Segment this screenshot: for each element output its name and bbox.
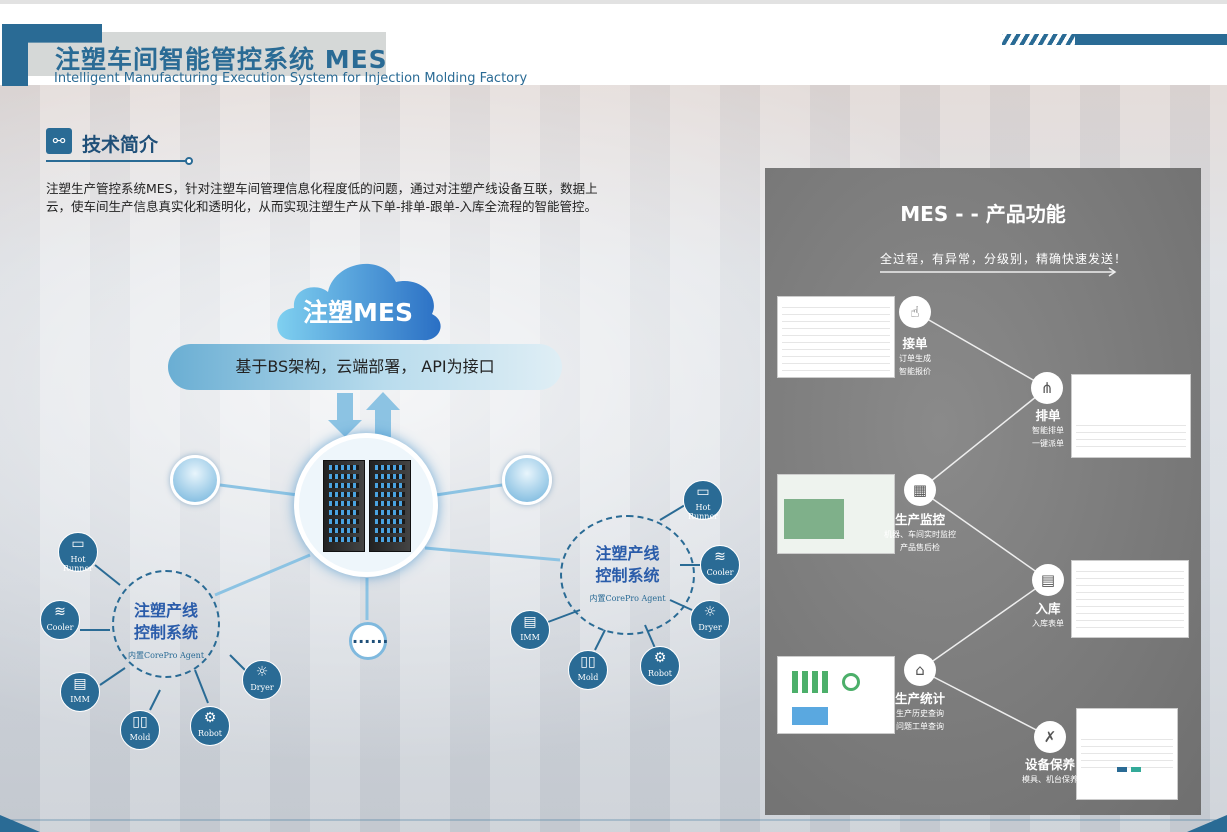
section-underline xyxy=(46,160,188,162)
cooler-device: ≋ Cooler xyxy=(40,600,80,640)
cloud-icon xyxy=(277,263,441,341)
feature-detail: 智能报价 xyxy=(899,367,931,376)
feature-detail: 模具、机台保养 xyxy=(1022,775,1078,784)
placeholder-node xyxy=(170,455,220,505)
feature-detail: 入库表单 xyxy=(1032,619,1064,628)
device-label: IMM xyxy=(70,695,90,704)
grid-monitor-icon: ▦ xyxy=(904,474,936,506)
device-label: Hot Runner xyxy=(687,503,719,521)
cooler-device: ≋ Cooler xyxy=(700,545,740,585)
mold-icon: ▯▯ xyxy=(580,654,596,670)
device-label: Cooler xyxy=(706,568,734,577)
sun-icon: ☼ xyxy=(255,664,269,680)
server-icon xyxy=(294,433,438,577)
mold-icon: ▯▯ xyxy=(132,714,148,730)
cooler-icon: ≋ xyxy=(714,549,726,565)
dryer-device: ☼ Dryer xyxy=(690,600,730,640)
architecture-banner: 基于BS架构，云端部署， API为接口 xyxy=(168,344,562,390)
section-underline-dot xyxy=(185,157,193,165)
cooler-icon: ≋ xyxy=(54,604,66,620)
feature-order: 接单订单生成智能报价 xyxy=(860,333,970,378)
device-label: Dryer xyxy=(698,623,722,632)
dryer-device: ☼ Dryer xyxy=(242,660,282,700)
feature-statistics: 生产统计生产历史查询问题工单查询 xyxy=(865,688,975,733)
feature-name: 生产监控 xyxy=(894,512,945,527)
feature-scheduling: 排单智能排单一键派单 xyxy=(993,405,1103,450)
feature-detail: 产品售后检 xyxy=(900,543,940,552)
hub-title: 注塑产线 xyxy=(133,601,198,620)
imm-icon: ▤ xyxy=(523,614,537,630)
device-label: Robot xyxy=(198,729,222,738)
hub-title: 注塑产线 xyxy=(595,544,660,563)
panel-subtitle: 全过程，有异常，分级别，精确快速发送！ xyxy=(880,252,1128,266)
feature-monitoring: 生产监控机器、车间实时监控产品售后检 xyxy=(865,509,975,554)
hot-runner-icon: ▭ xyxy=(696,484,710,500)
warehouse-screenshot xyxy=(1071,560,1189,638)
flowchart-icon: ⋔ xyxy=(1031,372,1063,404)
feature-name: 设备保养 xyxy=(1024,757,1075,772)
device-label: IMM xyxy=(520,633,540,642)
hot-runner-device: ▭ Hot Runner xyxy=(683,480,723,521)
header: 注塑车间智能管控系统 MES Intelligent Manufacturing… xyxy=(0,0,1227,86)
page-subtitle: Intelligent Manufacturing Execution Syst… xyxy=(54,71,528,86)
hub-title: 控制系统 xyxy=(595,566,660,585)
control-hub-right: 注塑产线 控制系统 内置CorePro Agent xyxy=(560,515,695,635)
robot-arm-icon: ⚙ xyxy=(653,650,667,666)
statistics-screenshot xyxy=(777,656,895,734)
hub-title: 控制系统 xyxy=(133,623,198,642)
tools-icon: ✗ xyxy=(1034,721,1066,753)
device-label: Dryer xyxy=(250,683,274,692)
imm-icon: ▤ xyxy=(73,676,87,692)
order-screenshot xyxy=(777,296,895,378)
mold-device: ▯▯ Mold xyxy=(568,650,608,690)
feature-detail: 生产历史查询 xyxy=(896,709,944,718)
scheduling-screenshot xyxy=(1071,374,1191,458)
feature-name: 接单 xyxy=(902,336,928,351)
device-label: Mold xyxy=(129,733,151,742)
page-title: 注塑车间智能管控系统 MES xyxy=(55,45,388,74)
hot-runner-icon: ▭ xyxy=(71,536,85,552)
robot-device: ⚙ Robot xyxy=(190,706,230,746)
hub-subtitle: 内置CorePro Agent xyxy=(589,594,666,603)
hot-runner-device: ▭ Hot Runner xyxy=(58,532,98,573)
cloud-label: 注塑MES xyxy=(303,298,413,327)
feature-detail: 智能排单 xyxy=(1032,426,1064,435)
feature-warehouse: 入库入库表单 xyxy=(993,598,1103,630)
feature-name: 入库 xyxy=(1035,601,1061,616)
home-icon: ⌂ xyxy=(904,654,936,686)
maintenance-screenshot xyxy=(1076,708,1178,800)
form-search-icon: ▤ xyxy=(1032,564,1064,596)
feature-detail: 机器、车间实时监控 xyxy=(884,530,956,539)
feature-detail: 订单生成 xyxy=(899,354,931,363)
robot-arm-icon: ⚙ xyxy=(203,710,217,726)
feature-name: 生产统计 xyxy=(894,691,945,706)
sun-icon: ☼ xyxy=(703,604,717,620)
device-label: Cooler xyxy=(46,623,74,632)
hub-subtitle: 内置CorePro Agent xyxy=(127,651,205,660)
feature-detail: 一键派单 xyxy=(1032,439,1064,448)
placeholder-node xyxy=(502,455,552,505)
more-node: ...... xyxy=(349,622,388,660)
panel-title: MES - - 产品功能 xyxy=(900,202,1066,226)
device-label: Mold xyxy=(577,673,599,682)
feature-maintenance: 设备保养模具、机台保养 xyxy=(995,754,1105,786)
hand-pointer-icon: ☝ xyxy=(899,296,931,328)
device-label: Robot xyxy=(648,669,672,678)
robot-device: ⚙ Robot xyxy=(640,646,680,686)
intro-paragraph: 注塑生产管控系统MES，针对注塑车间管理信息化程度低的问题，通过对注塑产线设备互… xyxy=(46,181,598,214)
network-icon: ⚯ xyxy=(46,128,72,154)
device-label: Hot Runner xyxy=(62,555,94,573)
imm-device: ▤ IMM xyxy=(60,672,100,712)
feature-detail: 问题工单查询 xyxy=(896,722,944,731)
control-hub-left: 注塑产线 控制系统 内置CorePro Agent xyxy=(112,570,220,678)
decor-bar xyxy=(1075,34,1227,45)
mold-device: ▯▯ Mold xyxy=(120,710,160,750)
section-title: 技术简介 xyxy=(82,134,159,156)
feature-name: 排单 xyxy=(1035,408,1061,423)
imm-device: ▤ IMM xyxy=(510,610,550,650)
monitor-screenshot xyxy=(777,474,895,554)
